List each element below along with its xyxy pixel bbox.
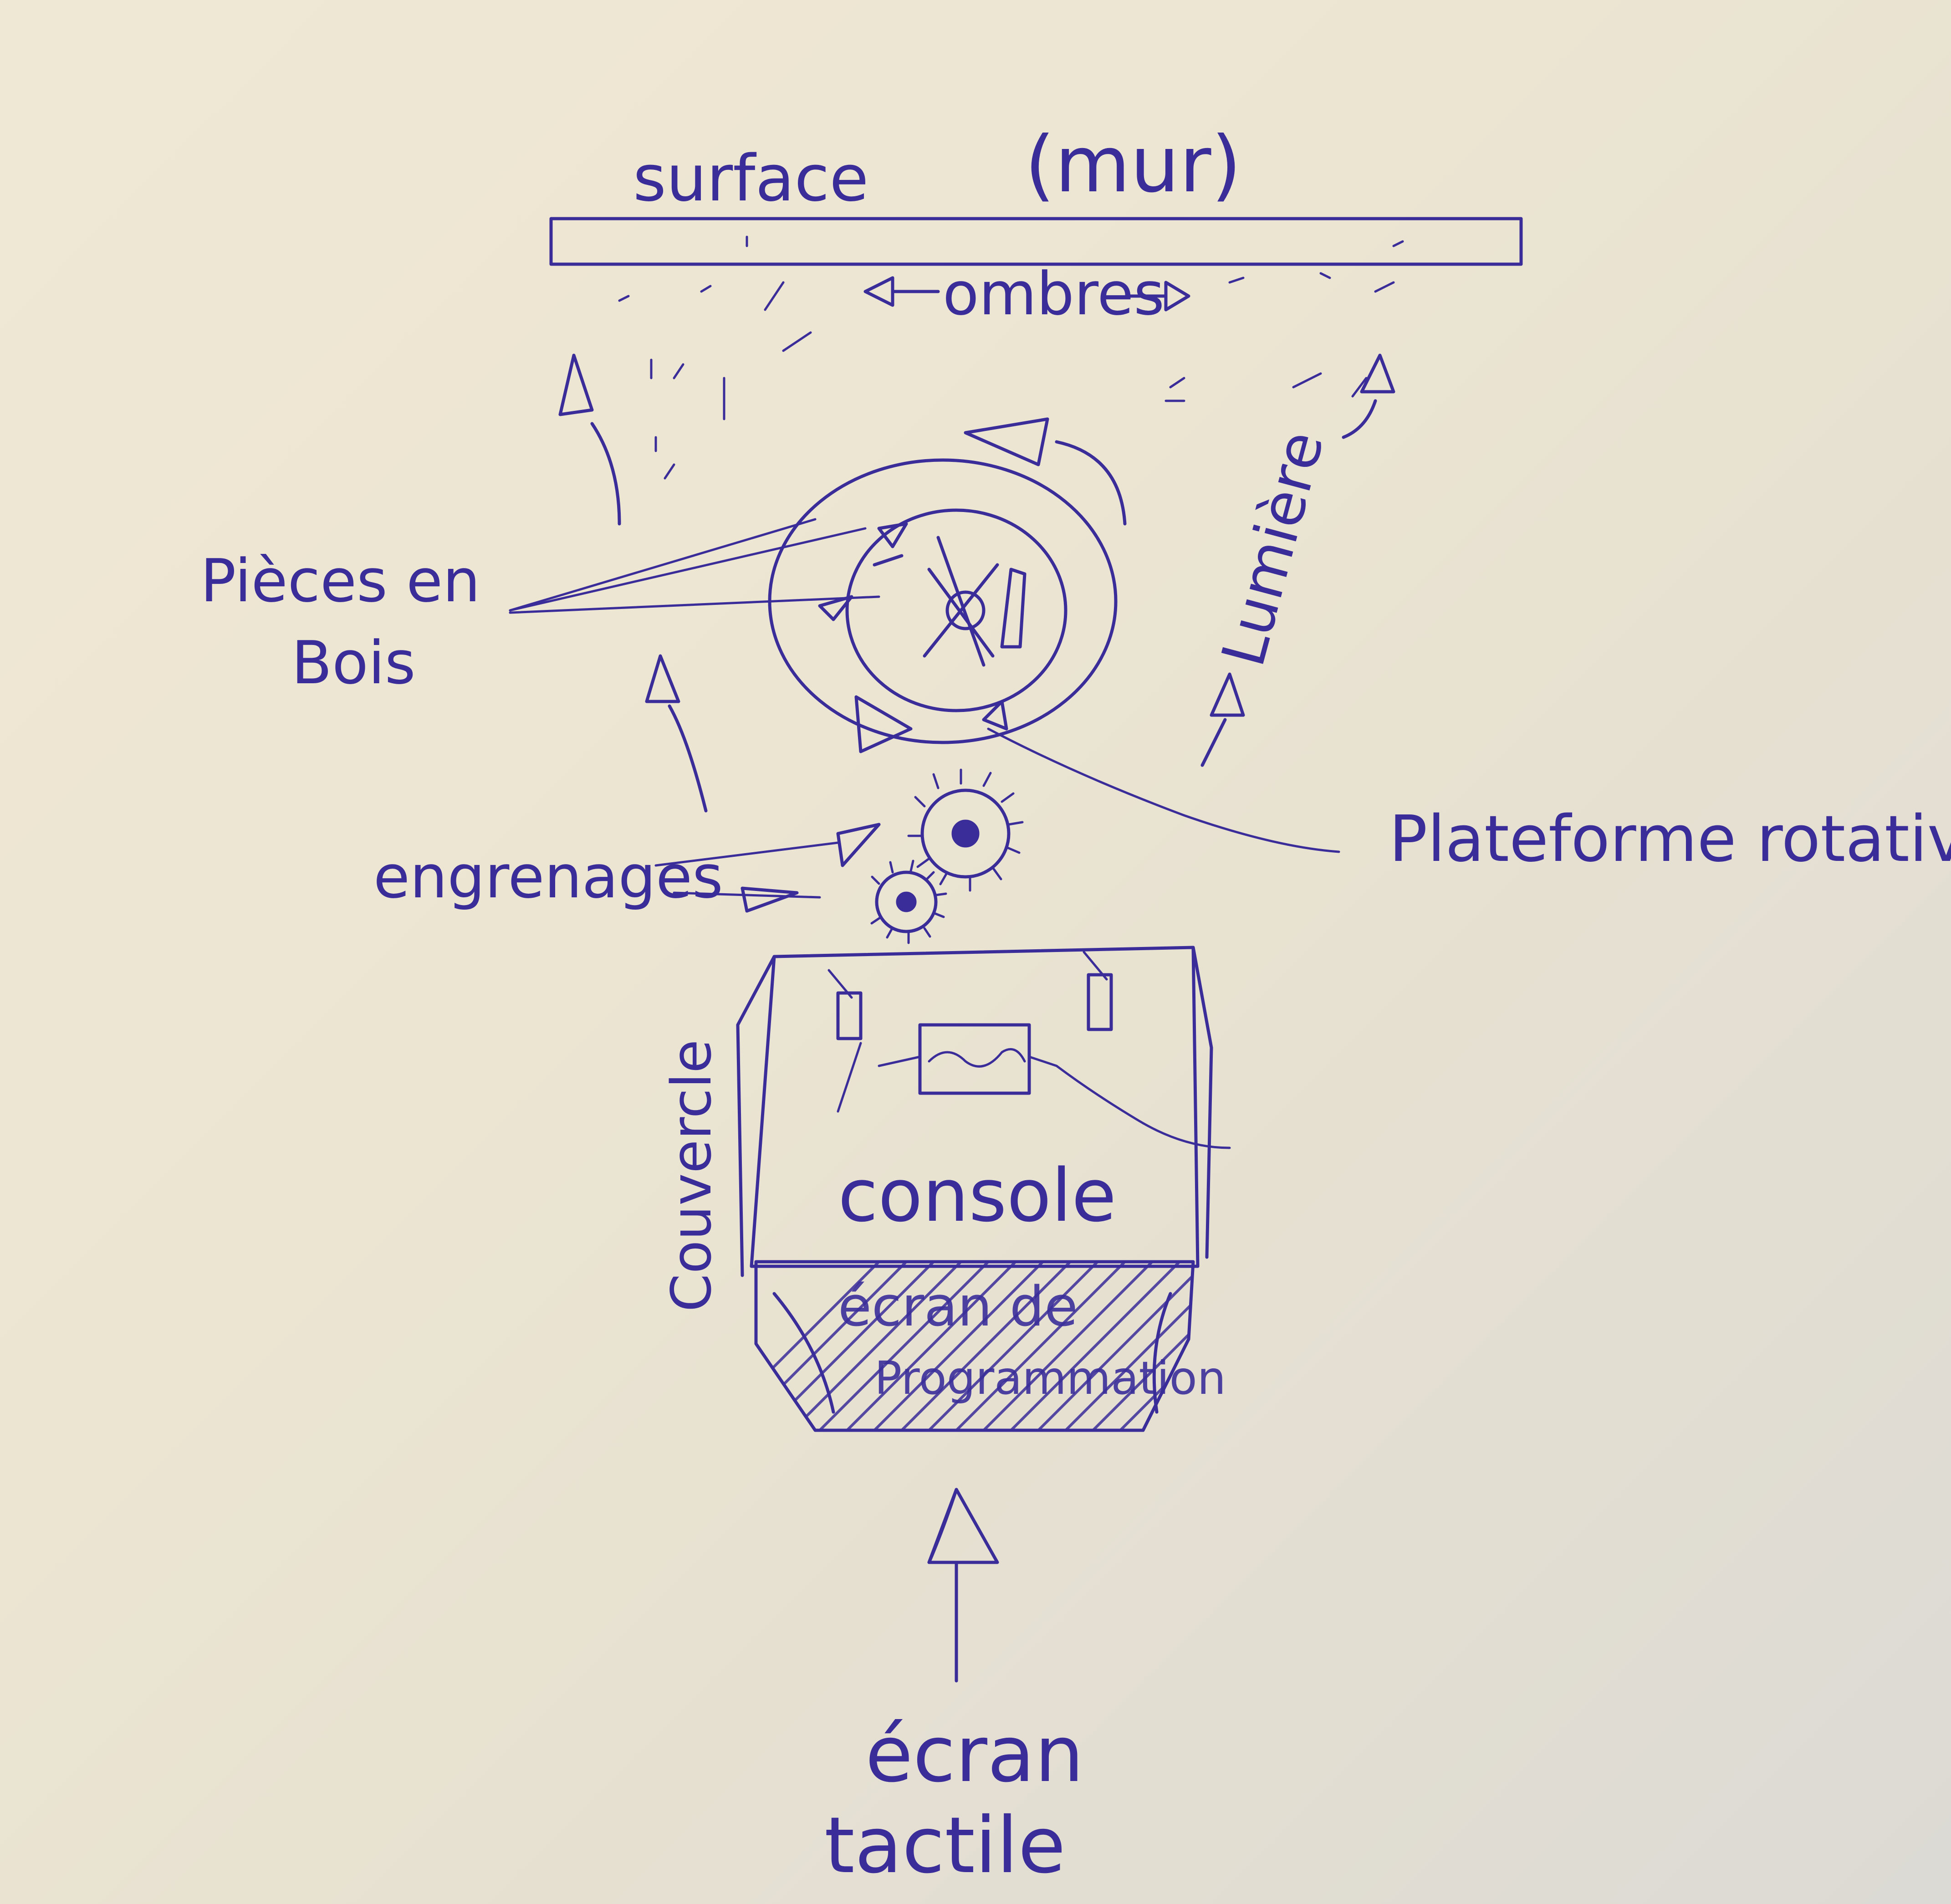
label-ecran-tactile-1: écran	[865, 1710, 1084, 1800]
screen-hatching	[683, 1230, 1348, 1458]
shadows-indicator: ombres	[865, 259, 1189, 328]
light-arrow-lower-left	[647, 656, 706, 811]
touchscreen-arrow	[929, 1489, 997, 1681]
label-engrenages: engrenages	[373, 842, 723, 911]
label-ecran-de-programmation-2: Programmation	[874, 1351, 1226, 1405]
pieces-pointer	[510, 519, 879, 613]
label-plateforme-rotative: Plateforme rotative	[1389, 802, 1951, 876]
label-lumiere: Lumière	[1208, 424, 1337, 673]
label-ecran-de-programmation-1: écran de	[838, 1275, 1078, 1339]
rotating-platform	[770, 419, 1125, 752]
wall-surface	[551, 219, 1521, 264]
programming-screen	[683, 1230, 1348, 1458]
light-arrow-left	[560, 355, 619, 524]
label-pieces-en-bois-1: Pièces en	[200, 546, 480, 615]
label-surface: surface	[633, 142, 868, 216]
gear-small	[872, 861, 946, 943]
label-pieces-en-bois-2: Bois	[291, 628, 416, 697]
label-mur: (mur)	[1025, 120, 1241, 210]
light-arrow-lower-right	[1202, 674, 1243, 765]
label-ombres: ombres	[943, 259, 1164, 328]
light-arrow-right	[1343, 355, 1394, 437]
label-console: console	[838, 1153, 1116, 1238]
label-ecran-tactile-2: tactile	[824, 1801, 1066, 1891]
platform-pointer	[988, 729, 1339, 852]
label-couvercle: Couvercle	[660, 1039, 724, 1312]
gear-large	[909, 770, 1022, 891]
